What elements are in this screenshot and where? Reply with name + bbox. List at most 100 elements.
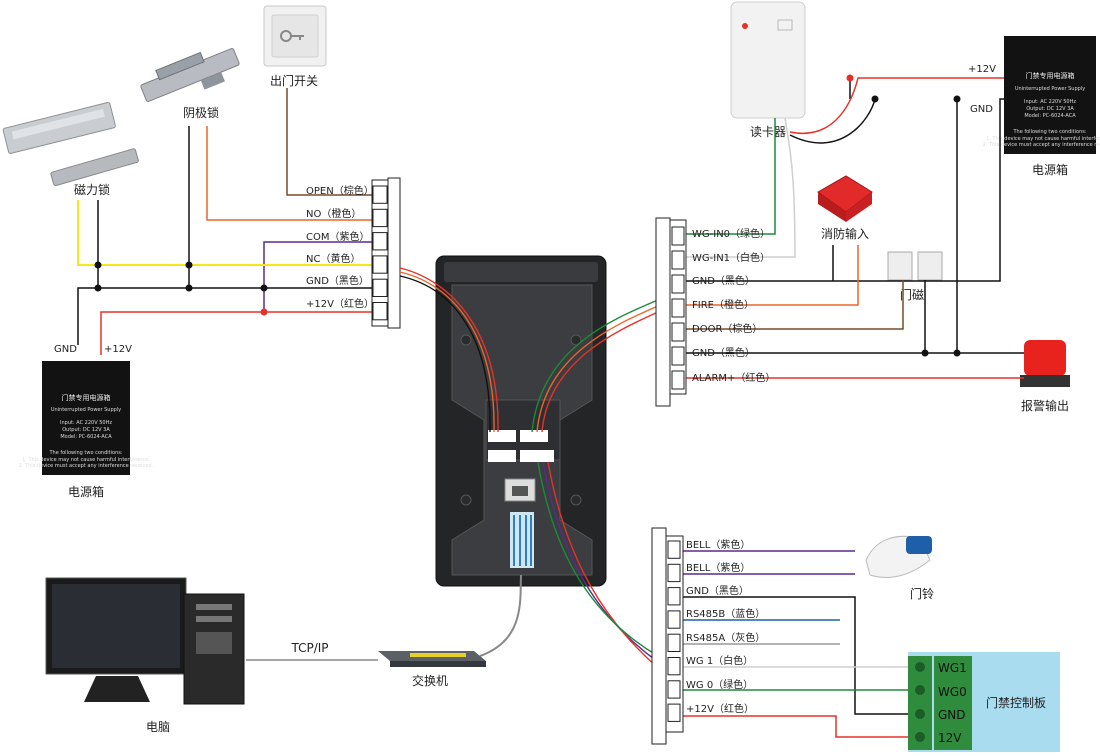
svg-text:The following two conditions:: The following two conditions: (1012, 129, 1086, 135)
door-contact-device (887, 251, 943, 281)
psu-right-gnd-label: GND (970, 104, 993, 115)
right-bottom-terminal-block (651, 527, 684, 745)
rb-terminal-wg1: WG 1（白色） (686, 654, 753, 667)
electric-strike-device (140, 48, 240, 102)
rt-terminal-fire: FIRE（橙色） (692, 298, 754, 311)
terminal-cell (667, 563, 681, 583)
doorbell-label: 门铃 (910, 586, 934, 601)
psu-left-label: 电源箱 (68, 484, 104, 499)
terminal-cell (667, 587, 681, 606)
controller-unit (435, 255, 607, 587)
pc-label: 电脑 (146, 720, 170, 734)
doorbell-device (865, 535, 932, 578)
alarm-light-device (1020, 340, 1070, 387)
board-pin-12v: 12V (938, 731, 962, 745)
fire-input-label: 消防输入 (821, 226, 869, 241)
card-reader-label: 读卡器 (750, 125, 786, 139)
rt-terminal-wgin1: WG-IN1（白色） (692, 251, 770, 264)
terminal-cell (671, 322, 685, 342)
svg-text:Model: PC-6024-ACA: Model: PC-6024-ACA (1024, 113, 1076, 119)
switch-label: 交换机 (412, 673, 448, 688)
svg-text:Model: PC-6024-ACA: Model: PC-6024-ACA (60, 434, 112, 440)
psu-left-12v-label: +12V (104, 344, 132, 355)
rb-terminal-bell1: BELL（紫色） (686, 538, 750, 551)
svg-text:2. This device must accept any: 2. This device must accept any interfere… (983, 142, 1100, 148)
alarm-output-label: 报警输出 (1021, 398, 1069, 413)
board-pin-wg0: WG0 (938, 685, 967, 699)
svg-text:Input: AC 220V 50Hz: Input: AC 220V 50Hz (1024, 99, 1076, 105)
card-reader-device (730, 1, 806, 119)
left-terminal-gnd: GND（黑色） (306, 274, 369, 287)
rt-terminal-gnd2: GND（黑色） (692, 346, 755, 359)
terminal-cell (372, 208, 388, 228)
terminal-cell (667, 680, 681, 699)
tcpip-label: TCP/IP (290, 641, 328, 655)
terminal-cell (667, 540, 681, 559)
terminal-cell (671, 346, 685, 366)
access-control-board (908, 652, 1060, 752)
rb-terminal-rs485b: RS485B（蓝色） (686, 607, 765, 620)
door-contact-label: 门磁 (900, 287, 924, 302)
rb-terminal-12v: +12V（红色） (686, 702, 754, 715)
left-terminal-block (371, 177, 401, 329)
rb-terminal-rs485a: RS485A（灰色） (686, 631, 765, 644)
rb-terminal-bell2: BELL（紫色） (686, 561, 750, 574)
svg-text:Input: AC 220V 50Hz: Input: AC 220V 50Hz (60, 420, 112, 426)
network-switch-device (378, 651, 486, 667)
psu-right-label: 电源箱 (1032, 162, 1068, 177)
psu-right-12v-label: +12V (968, 64, 996, 75)
pc-device (45, 577, 245, 705)
terminal-cell (667, 633, 681, 653)
access-board-label: 门禁控制板 (986, 695, 1046, 710)
svg-text:门禁专用电源箱: 门禁专用电源箱 (1026, 71, 1075, 80)
rt-terminal-alarm: ALARM+（红色） (692, 371, 775, 384)
terminal-cell (671, 370, 685, 390)
terminal-cell (671, 250, 685, 270)
svg-text:2. This device must accept any: 2. This device must accept any interfere… (19, 463, 154, 469)
rb-terminal-wg0: WG 0（绿色） (686, 678, 753, 691)
terminal-cell (372, 232, 388, 251)
psu-left-gnd-label: GND (54, 344, 77, 355)
left-wiring (77, 88, 372, 355)
left-terminal-com: COM（紫色） (306, 230, 369, 243)
left-terminal-no: NO（橙色） (306, 207, 361, 220)
mag-lock-device (2, 101, 139, 187)
svg-text:门禁专用电源箱: 门禁专用电源箱 (62, 393, 111, 402)
electric-strike-label: 阴极锁 (183, 105, 219, 120)
mag-lock-label: 磁力锁 (74, 182, 110, 197)
right-top-terminal-block (655, 217, 687, 407)
board-pin-wg1: WG1 (938, 661, 967, 675)
terminal-cell (667, 610, 681, 629)
left-terminal-open: OPEN（棕色） (306, 184, 374, 197)
rt-terminal-door: DOOR（棕色） (692, 322, 762, 335)
svg-text:Output: DC 12V 3A: Output: DC 12V 3A (62, 427, 110, 433)
svg-text:Uninterrupted Power Supply: Uninterrupted Power Supply (1015, 86, 1085, 92)
terminal-cell (372, 302, 388, 321)
terminal-cell (372, 185, 388, 204)
exit-button-label: 出门开关 (270, 73, 318, 88)
right-bottom-wiring (672, 550, 910, 738)
terminal-cell (372, 278, 388, 298)
svg-text:1. This device may not cause h: 1. This device may not cause harmful int… (986, 136, 1100, 142)
rt-terminal-gnd1: GND（黑色） (692, 274, 755, 287)
left-terminal-12v: +12V（红色） (306, 297, 374, 310)
terminal-cell (667, 657, 681, 676)
exit-button-device (263, 5, 327, 67)
svg-text:1. This device may not cause h: 1. This device may not cause harmful int… (22, 457, 150, 463)
rt-terminal-wgin0: WG-IN0（绿色） (692, 227, 770, 240)
terminal-cell (671, 298, 685, 318)
right-top-wiring (676, 77, 1024, 379)
terminal-cell (372, 255, 388, 274)
ribbon-cables (399, 267, 659, 669)
board-pin-gnd: GND (938, 708, 966, 722)
terminal-cell (671, 226, 685, 246)
left-terminal-nc: NC（黄色） (306, 252, 360, 265)
psu-right-box: 门禁专用电源箱 Uninterrupted Power Supply Input… (983, 36, 1100, 154)
svg-text:Uninterrupted Power Supply: Uninterrupted Power Supply (51, 407, 121, 413)
terminal-cell (671, 274, 685, 294)
psu-left-box: 门禁专用电源箱 Uninterrupted Power Supply Input… (19, 361, 154, 475)
rb-terminal-gnd: GND（黑色） (686, 584, 749, 597)
fire-input-device (817, 175, 873, 222)
terminal-cell (667, 703, 681, 722)
